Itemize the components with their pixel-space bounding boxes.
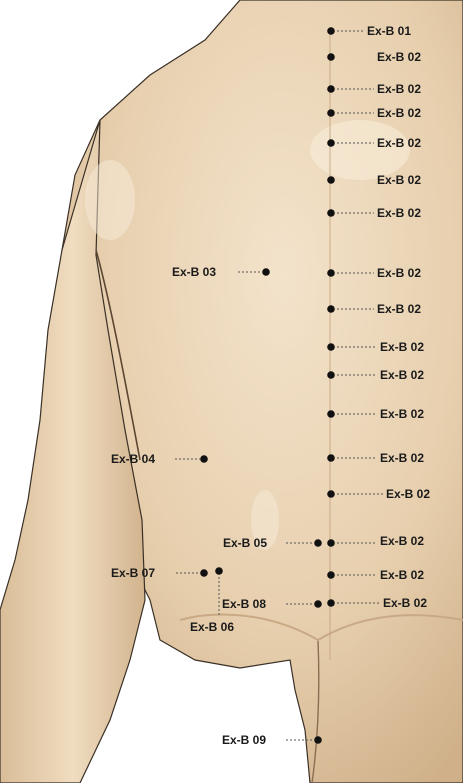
acupoint-ex-b01 (327, 27, 335, 35)
label-ex-b02: Ex-B 02 (380, 568, 424, 582)
label-ex-b02: Ex-B 02 (377, 82, 421, 96)
label-ex-b01: Ex-B 01 (367, 24, 411, 38)
acupoint-ex-b02 (327, 410, 335, 418)
label-ex-b09: Ex-B 09 (222, 733, 266, 747)
acupoint-ex-b02 (327, 85, 335, 93)
acupoint-ex-b02 (327, 139, 335, 147)
label-ex-b02: Ex-B 02 (377, 50, 421, 64)
label-ex-b02: Ex-B 02 (380, 368, 424, 382)
acupoint-ex-b02 (327, 490, 335, 498)
label-ex-b02: Ex-B 02 (377, 136, 421, 150)
acupoint-ex-b09 (314, 736, 322, 744)
label-ex-b02: Ex-B 02 (377, 206, 421, 220)
acupoint-ex-b02 (327, 176, 335, 184)
acupoint-ex-b07 (200, 569, 208, 577)
label-ex-b02: Ex-B 02 (377, 106, 421, 120)
acupoint-ex-b03 (262, 268, 270, 276)
label-ex-b06: Ex-B 06 (190, 620, 234, 634)
label-ex-b02: Ex-B 02 (377, 266, 421, 280)
acupoint-ex-b02 (327, 571, 335, 579)
acupoint-ex-b04 (200, 455, 208, 463)
label-ex-b04: Ex-B 04 (111, 452, 155, 466)
acupoint-ex-b05 (314, 539, 322, 547)
label-ex-b07: Ex-B 07 (111, 566, 155, 580)
label-ex-b02: Ex-B 02 (380, 340, 424, 354)
label-ex-b03: Ex-B 03 (172, 265, 216, 279)
acupoint-ex-b02 (327, 539, 335, 547)
acupoint-ex-b02 (327, 599, 335, 607)
acupoint-ex-b02 (327, 305, 335, 313)
acupoint-ex-b06 (215, 567, 223, 575)
label-ex-b02: Ex-B 02 (380, 534, 424, 548)
acupoint-ex-b02 (327, 371, 335, 379)
acupoint-ex-b02 (327, 269, 335, 277)
label-ex-b02: Ex-B 02 (377, 302, 421, 316)
acupoint-ex-b02 (327, 454, 335, 462)
acupoint-ex-b02 (327, 209, 335, 217)
label-ex-b02: Ex-B 02 (386, 487, 430, 501)
label-ex-b05: Ex-B 05 (223, 536, 267, 550)
acupoint-ex-b08 (314, 600, 322, 608)
label-ex-b02: Ex-B 02 (377, 173, 421, 187)
acupoint-ex-b02 (327, 53, 335, 61)
label-ex-b08: Ex-B 08 (222, 597, 266, 611)
acupoint-ex-b02 (327, 109, 335, 117)
label-ex-b02: Ex-B 02 (383, 596, 427, 610)
label-ex-b02: Ex-B 02 (380, 407, 424, 421)
label-ex-b02: Ex-B 02 (380, 451, 424, 465)
acupoint-ex-b02 (327, 343, 335, 351)
